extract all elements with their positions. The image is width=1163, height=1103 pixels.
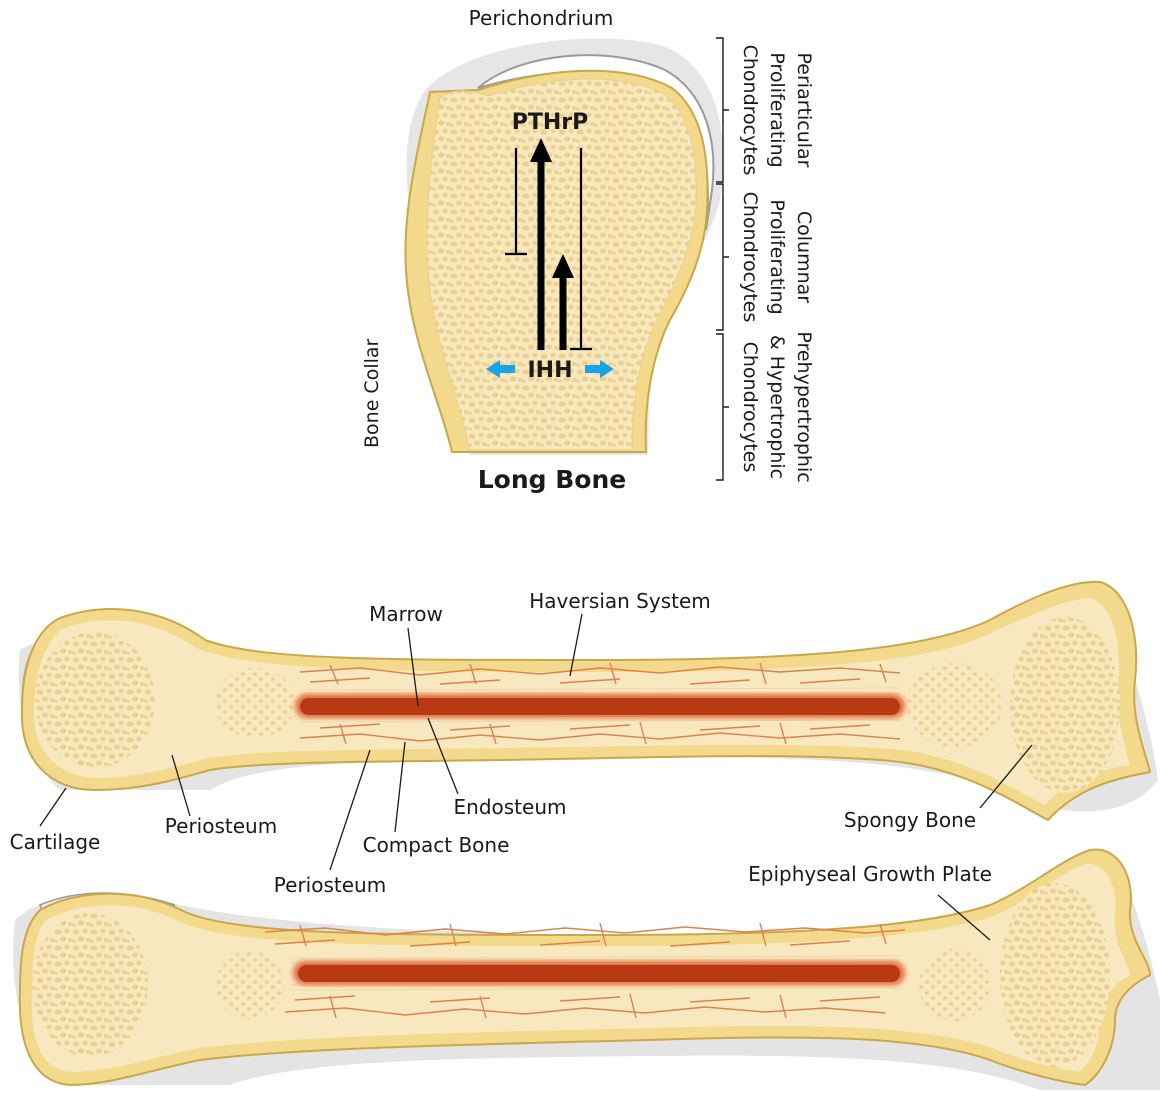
bone2-right-epiphysis-spongy [1000, 883, 1110, 1067]
bone2-marrow [298, 965, 900, 982]
compact-bone-label: Compact Bone [363, 833, 510, 857]
endosteum-label: Endosteum [454, 795, 567, 819]
bone-collar-label: Bone Collar [361, 338, 383, 448]
zone-periarticular-line2: Proliferating [766, 52, 788, 167]
labeled-long-bone: Marrow Haversian System Endosteum Cartil… [10, 582, 1158, 897]
haversian-system-label: Haversian System [529, 589, 711, 613]
zone-hypertrophic: Prehypertrophic & Hypertrophic Chondrocy… [739, 331, 815, 482]
zone-columnar-line2: Proliferating [766, 199, 788, 314]
bracket-hypertrophic [716, 334, 729, 480]
cartilage-leader [40, 788, 66, 826]
marrow-label: Marrow [369, 602, 443, 626]
bone1-left-metaphysis-spongy [215, 668, 295, 738]
cartilage-label: Cartilage [10, 830, 101, 854]
spongy-bone-label: Spongy Bone [844, 808, 976, 832]
zone-periarticular: Periarticular Proliferating Chondrocytes [739, 45, 815, 176]
epiphyseal-growth-plate-label: Epiphyseal Growth Plate [748, 862, 992, 886]
zone-periarticular-line3: Chondrocytes [739, 45, 761, 176]
zone-columnar-line3: Chondrocytes [739, 192, 761, 323]
zone-periarticular-line1: Periarticular [793, 53, 815, 168]
bone1-left-epiphysis-spongy [35, 632, 155, 768]
bone1-marrow [300, 698, 900, 715]
zone-labels: Periarticular Proliferating Chondrocytes… [739, 45, 815, 483]
bone1-right-epiphysis-spongy [1010, 617, 1120, 793]
zone-brackets [716, 38, 729, 480]
pthrp-label: PTHrP [512, 110, 589, 135]
zone-hypertrophic-line2: & Hypertrophic [766, 335, 788, 479]
top-long-bone-diagram: Perichondrium Bone Collar PTHrP IHH Long… [361, 6, 815, 494]
periosteum-bottom-label: Periosteum [274, 873, 386, 897]
zone-columnar-line1: Columnar [793, 211, 815, 303]
growth-plate-long-bone: Epiphyseal Growth Plate [13, 850, 1160, 1090]
zone-columnar: Columnar Proliferating Chondrocytes [739, 192, 815, 323]
zone-hypertrophic-line3: Chondrocytes [739, 342, 761, 473]
perichondrium-label: Perichondrium [469, 6, 614, 30]
zone-hypertrophic-line1: Prehypertrophic [793, 331, 815, 482]
ihh-label: IHH [527, 358, 572, 383]
bone1-right-metaphysis-spongy [907, 663, 1003, 747]
bone2-right-metaphysis-spongy [919, 949, 991, 1021]
bone2-left-metaphysis-spongy [216, 951, 284, 1019]
periosteum-left-label: Periosteum [165, 814, 277, 838]
long-bone-title: Long Bone [478, 465, 627, 494]
bone2-left-epiphysis-spongy [32, 913, 148, 1057]
